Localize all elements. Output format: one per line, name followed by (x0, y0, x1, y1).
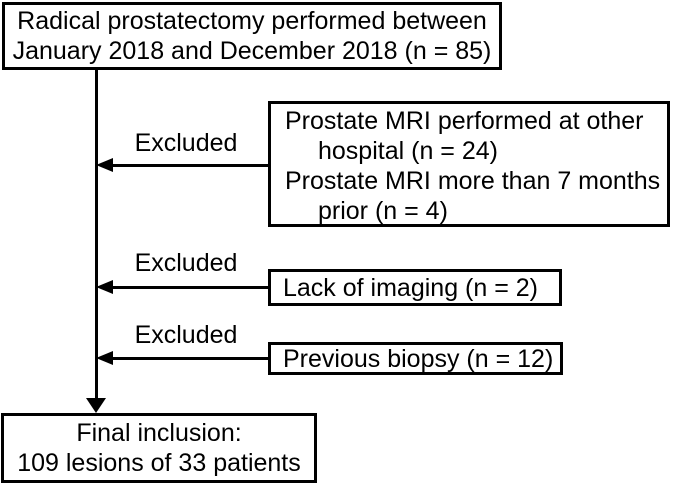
excluded-label-2: Excluded (134, 249, 238, 277)
exclusion-1-item-1-line-2: hospital (n = 24) (318, 137, 498, 165)
exclusion-box-1: Prostate MRI performed at other hospital… (268, 101, 670, 227)
excluded-label-1: Excluded (134, 129, 238, 157)
enrollment-line-2: January 2018 and December 2018 (n = 85) (12, 37, 492, 65)
exclusion-arrow-line-1 (106, 164, 268, 167)
final-inclusion-line-2: 109 lesions of 33 patients (17, 449, 301, 477)
exclusion-box-3: Previous biopsy (n = 12) (268, 342, 563, 375)
enrollment-line-1: Radical prostatectomy performed between (17, 7, 487, 35)
left-arrowhead-icon-3 (96, 351, 113, 365)
down-arrowhead-icon (86, 398, 106, 413)
exclusion-3-text: Previous biopsy (n = 12) (283, 344, 554, 373)
main-flow-connector (95, 70, 98, 400)
enrollment-box: Radical prostatectomy performed between … (2, 2, 502, 70)
exclusion-arrow-line-3 (106, 357, 268, 360)
exclusion-2-text: Lack of imaging (n = 2) (283, 273, 538, 302)
excluded-label-3: Excluded (134, 321, 238, 349)
exclusion-1-item-2-line-1: Prostate MRI more than 7 months (285, 167, 661, 195)
final-inclusion-box: Final inclusion: 109 lesions of 33 patie… (1, 413, 317, 483)
final-inclusion-line-1: Final inclusion: (76, 419, 242, 447)
left-arrowhead-icon-1 (96, 158, 113, 172)
left-arrowhead-icon-2 (96, 280, 113, 294)
exclusion-arrow-line-2 (106, 286, 268, 289)
exclusion-box-2: Lack of imaging (n = 2) (268, 269, 562, 306)
exclusion-1-item-2-line-2: prior (n = 4) (318, 197, 448, 225)
exclusion-1-item-1-line-1: Prostate MRI performed at other (285, 107, 644, 135)
